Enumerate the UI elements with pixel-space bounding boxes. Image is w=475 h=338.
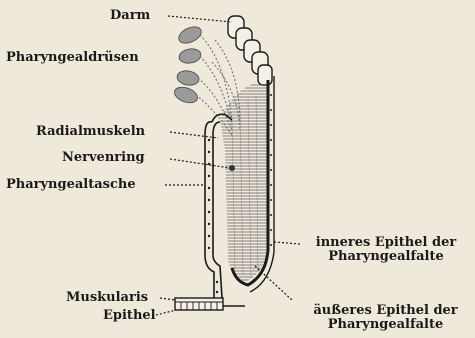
label-darm: Darm [110,9,150,23]
label-aeusseres-line2: Pharyngealfalte [298,318,473,332]
basal-epithelium [175,298,223,310]
leader-radialmuskeln [170,132,218,138]
label-nervenring: Nervenring [62,151,145,165]
label-aeusseres-line1: äußeres Epithel der [298,304,473,318]
leader-inneres [274,242,300,244]
leader-muskularis [160,298,176,300]
label-radialmuskeln: Radialmuskeln [36,125,145,139]
label-muskularis: Muskularis [66,291,148,305]
pharyngeal-glands [172,24,204,106]
label-epithel: Epithel [103,309,156,323]
label-inneres-epithel: inneres Epithel der Pharyngealfalte [302,236,470,264]
inner-epithelium-cells [270,94,272,246]
label-inneres-line1: inneres Epithel der [302,236,470,250]
label-aeusseres-epithel: äußeres Epithel der Pharyngealfalte [298,304,473,332]
label-pharyngealdruesen: Pharyngealdrüsen [6,51,139,65]
leader-darm [168,16,232,22]
leader-nervenring [170,159,230,168]
label-pharyngealtasche: Pharyngealtasche [6,178,136,192]
label-inneres-line2: Pharyngealfalte [302,250,470,264]
darm-cells [228,16,272,85]
